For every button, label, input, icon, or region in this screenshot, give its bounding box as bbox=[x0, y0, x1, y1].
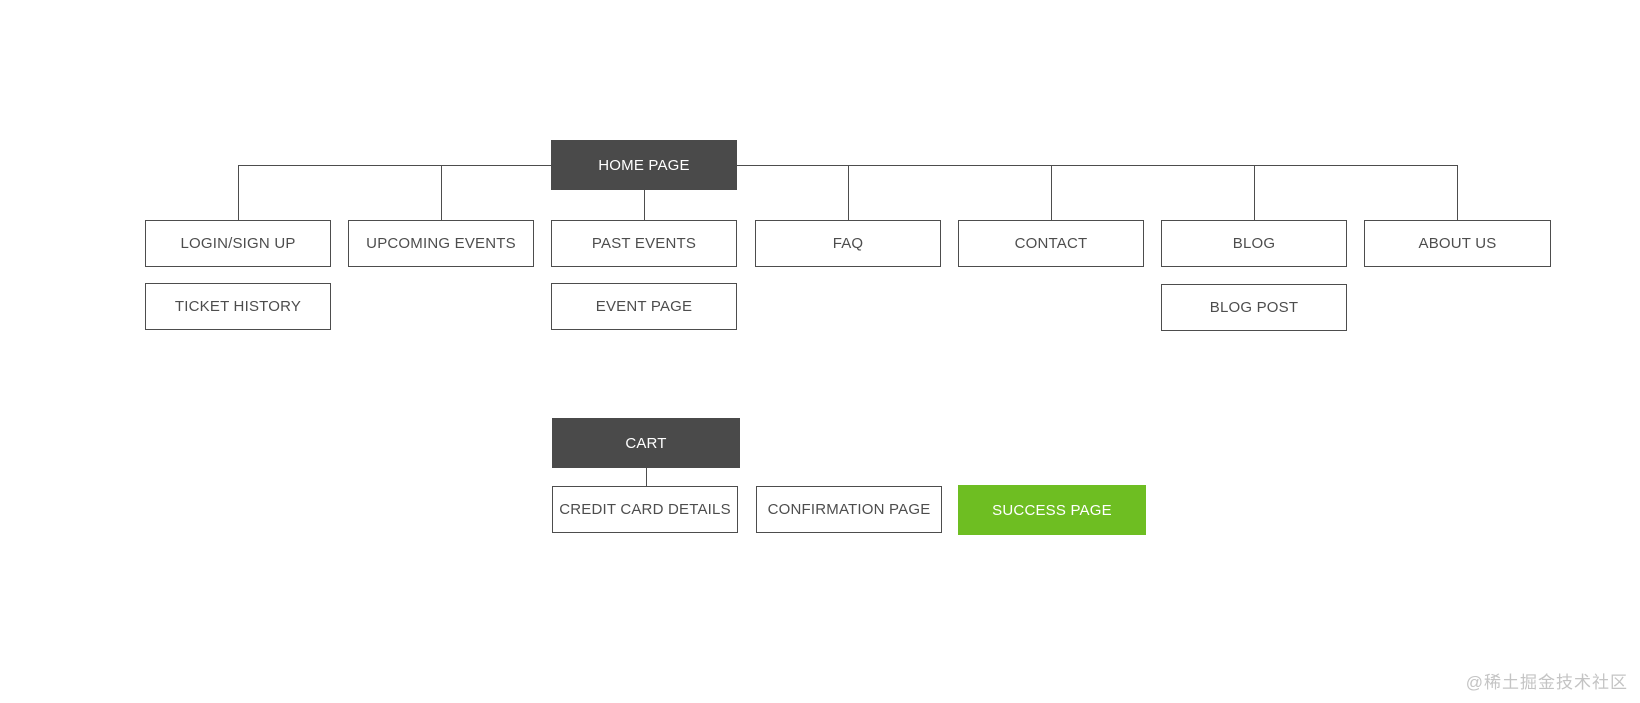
node-home-page: HOME PAGE bbox=[551, 140, 737, 190]
connector-line-cart bbox=[646, 468, 647, 486]
node-event-page: EVENT PAGE bbox=[551, 283, 737, 330]
watermark: @稀土掘金技术社区 bbox=[1465, 673, 1628, 692]
node-contact: CONTACT bbox=[958, 220, 1144, 267]
connector-line-faq bbox=[848, 165, 849, 220]
connector-line-upcoming-events bbox=[441, 165, 442, 220]
node-blog-post: BLOG POST bbox=[1161, 284, 1347, 331]
connector-line-contact bbox=[1051, 165, 1052, 220]
connector-line-past-events bbox=[644, 190, 645, 220]
node-ticket-history: TICKET HISTORY bbox=[145, 283, 331, 330]
connector-line-about-us bbox=[1457, 165, 1458, 220]
node-confirmation-page: CONFIRMATION PAGE bbox=[756, 486, 942, 533]
node-about-us: ABOUT US bbox=[1364, 220, 1551, 267]
node-success-page: SUCCESS PAGE bbox=[958, 485, 1146, 535]
node-cart: CART bbox=[552, 418, 740, 468]
node-past-events: PAST EVENTS bbox=[551, 220, 737, 267]
connector-trunk-line bbox=[238, 165, 1457, 166]
connector-line-login bbox=[238, 165, 239, 220]
connector-line-blog bbox=[1254, 165, 1255, 220]
node-faq: FAQ bbox=[755, 220, 941, 267]
node-credit-card-details: CREDIT CARD DETAILS bbox=[552, 486, 738, 533]
node-blog: BLOG bbox=[1161, 220, 1347, 267]
node-login-sign-up: LOGIN/SIGN UP bbox=[145, 220, 331, 267]
node-upcoming-events: UPCOMING EVENTS bbox=[348, 220, 534, 267]
